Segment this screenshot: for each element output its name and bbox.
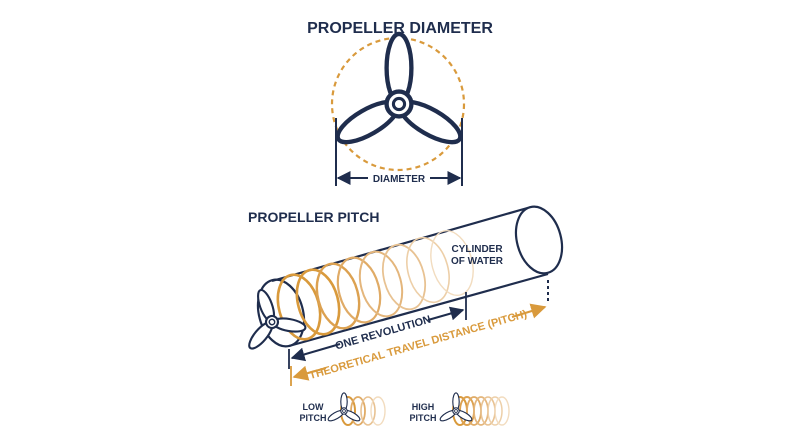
diameter-section: PROPELLER DIAMETER DIAMETER	[307, 20, 493, 186]
cylinder-end-ellipse	[514, 205, 564, 275]
cylinder-start-ellipse	[256, 278, 306, 348]
helix-ring	[381, 243, 427, 311]
travel-arrow-left	[292, 365, 327, 381]
cylinder-bottom-edge	[288, 272, 549, 348]
helix-ring	[430, 230, 474, 296]
high-pitch-label-line2: PITCH	[410, 413, 437, 423]
helix-ring	[295, 268, 341, 336]
high-pitch-ring	[494, 396, 510, 426]
pitch-title: PROPELLER PITCH	[248, 209, 379, 225]
cylinder-label-line2: OF WATER	[451, 256, 504, 267]
revolution-arrow-left	[290, 343, 341, 362]
helix-ring	[315, 262, 361, 330]
low-pitch-ring	[370, 396, 386, 426]
helix-ring	[406, 236, 450, 304]
pitch-comparison: LOW PITCH HIGH PITCH	[300, 392, 510, 426]
low-pitch-label-line2: PITCH	[300, 413, 327, 423]
diameter-title: PROPELLER DIAMETER	[307, 20, 493, 37]
helix-ring	[358, 250, 404, 318]
travel-arrow-right	[511, 303, 547, 319]
high-pitch-example: HIGH PITCH	[410, 392, 510, 426]
helix-rings	[276, 230, 474, 341]
propeller-icon	[332, 34, 466, 150]
pitch-section: PROPELLER PITCH CYLINDER OF WATER	[228, 205, 564, 386]
high-pitch-ring	[487, 396, 503, 426]
low-pitch-label-line1: LOW	[303, 402, 324, 412]
high-pitch-label-line1: HIGH	[412, 402, 435, 412]
low-pitch-ring	[360, 396, 376, 426]
cylinder-label-line1: CYLINDER	[451, 244, 503, 255]
low-pitch-example: LOW PITCH	[300, 392, 386, 426]
revolution-arrow-right	[427, 306, 465, 321]
water-cylinder	[256, 205, 564, 348]
diameter-label: DIAMETER	[373, 174, 426, 185]
helix-ring	[336, 256, 382, 324]
